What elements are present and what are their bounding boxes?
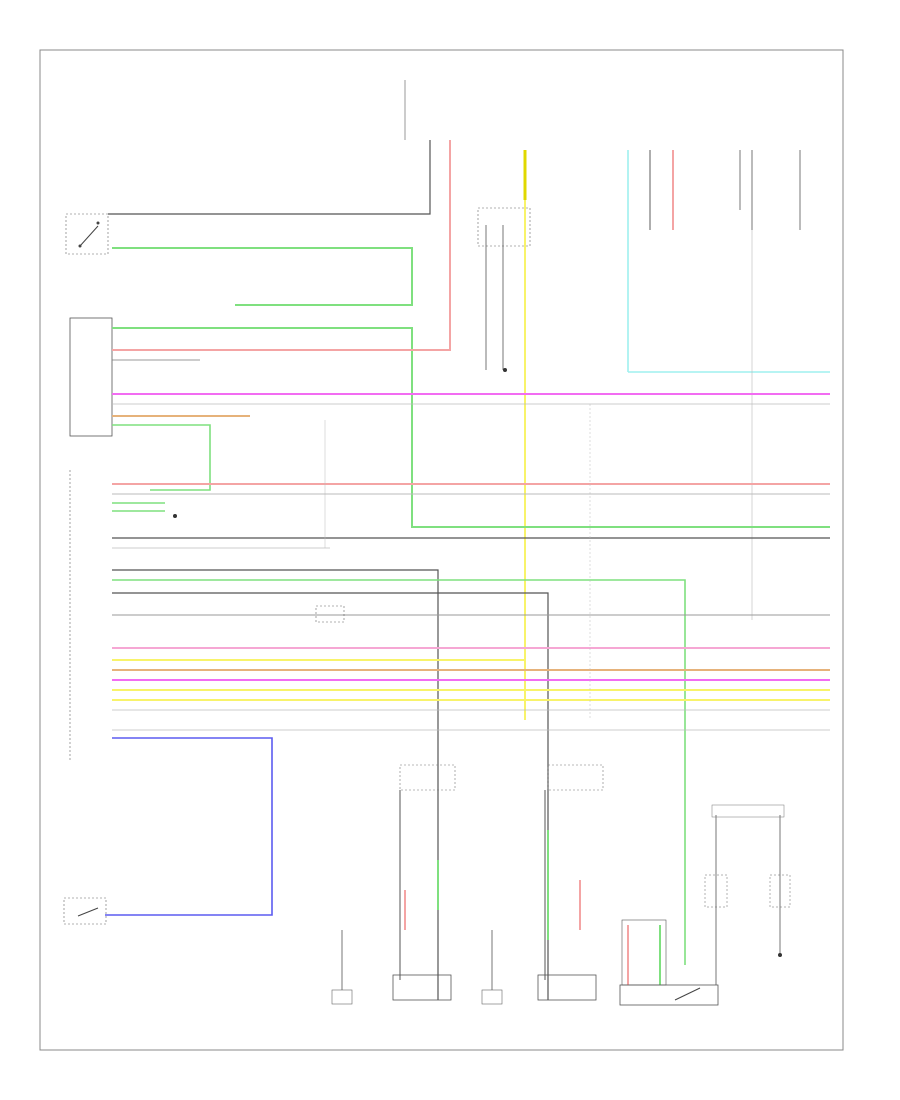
diagram-frame [39,49,844,1051]
wire-blue-lower [105,737,273,916]
gate-switch-box [619,984,719,1006]
wire-green-to-right [112,579,686,965]
door-lock-switch [65,213,109,255]
wire-green-second [112,327,830,528]
wire-black-down-left [112,569,439,1000]
actuator-left [392,974,452,1001]
actuator-right [537,974,597,1001]
connector-box-left [399,764,456,791]
lower-left-switch [63,897,107,925]
relay-box-top [477,207,531,247]
wire-green-loop-lower [112,424,211,491]
connector-box-right [547,764,604,791]
ecu-box-upper [69,317,113,437]
wire-red-ecu [112,190,451,351]
resistor-mid [315,605,345,623]
wire-green-upper [112,247,413,306]
wire-black-down-right [112,592,549,1000]
wire-black-top-left [108,140,431,215]
